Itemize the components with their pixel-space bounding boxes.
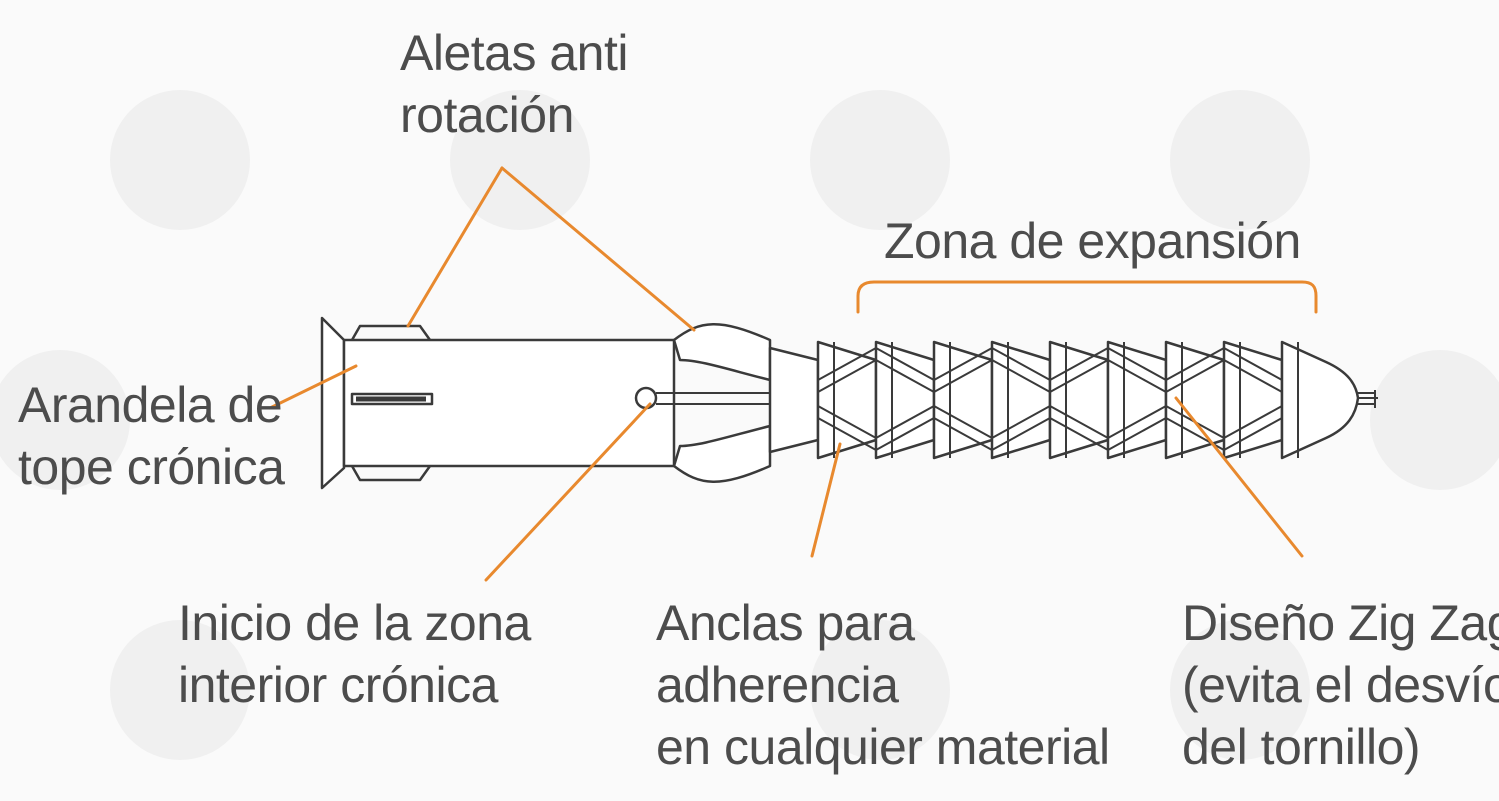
label-anchors-line-3: en cualquier material — [656, 719, 1110, 775]
leader-expansion-zone — [856, 280, 1318, 314]
leader-anchors — [810, 442, 842, 558]
leader-zigzag — [1174, 396, 1304, 558]
leader-lines — [268, 166, 1318, 582]
label-washer-line-1: Arandela de — [18, 377, 283, 433]
label-anchors-line-2: adherencia — [656, 657, 899, 713]
zigzag-pattern — [817, 347, 1283, 451]
leader-washer — [268, 364, 358, 410]
label-inner-zone: Inicio de la zona interior crónica — [178, 592, 531, 716]
leader-anti-rotation-head — [406, 166, 504, 328]
label-zigzag: Diseño Zig Zag (evita el desvío del torn… — [1182, 592, 1499, 778]
label-anti-rotation-line-1: Aletas anti — [400, 25, 628, 81]
label-inner-zone-line-2: interior crónica — [178, 657, 498, 713]
washer-flange — [320, 316, 346, 490]
label-anti-rotation-fins: Aletas anti rotación — [400, 22, 628, 146]
wall-plug-body — [320, 316, 1378, 490]
label-anchors: Anclas para adherencia en cualquier mate… — [656, 592, 1110, 778]
label-zigzag-line-1: Diseño Zig Zag — [1182, 595, 1499, 651]
label-anchors-line-1: Anclas para — [656, 595, 915, 651]
label-expansion-zone-text: Zona de expansión — [884, 213, 1301, 269]
label-washer: Arandela de tope crónica — [18, 374, 285, 498]
label-expansion-zone: Zona de expansión — [884, 210, 1301, 272]
inner-zone-start — [634, 386, 658, 410]
label-anti-rotation-line-2: rotación — [400, 87, 574, 143]
label-zigzag-line-3: del tornillo) — [1182, 719, 1421, 775]
anchor-ribs — [817, 342, 1299, 458]
label-zigzag-line-2: (evita el desvío — [1182, 657, 1499, 713]
leader-inner-zone — [484, 402, 652, 582]
leader-anti-rotation-fin — [500, 166, 696, 332]
label-inner-zone-line-1: Inicio de la zona — [178, 595, 531, 651]
label-washer-line-2: tope crónica — [18, 439, 285, 495]
